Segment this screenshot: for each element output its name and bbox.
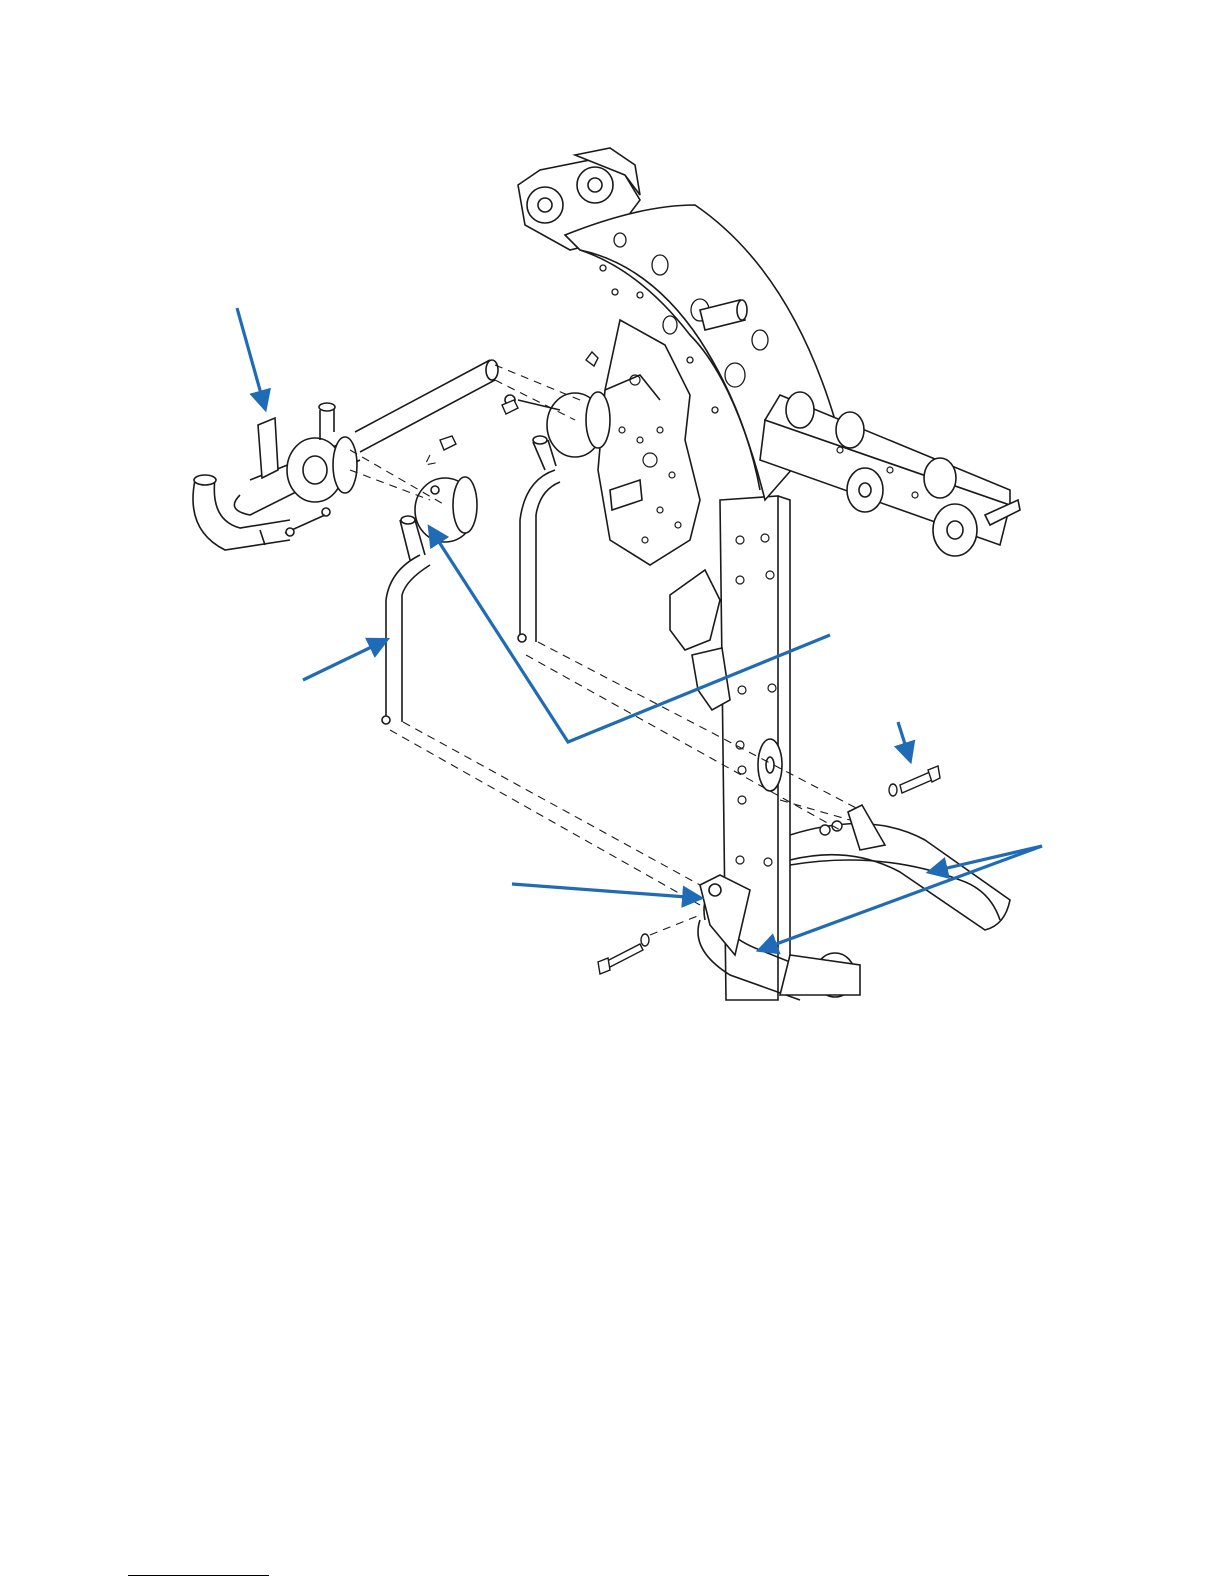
callout-base-tubes-secondary	[760, 846, 1042, 950]
callout-top-left-bracket	[237, 308, 265, 408]
callout-left-arm-tube	[303, 640, 386, 680]
right-outrigger-arm	[760, 392, 1020, 556]
middle-vertical-tube	[505, 392, 610, 642]
left-vertical-tube	[382, 477, 477, 724]
footnote-rule	[128, 1575, 269, 1576]
callout-front-bracket	[512, 884, 700, 898]
callout-right-bolt	[898, 722, 910, 760]
